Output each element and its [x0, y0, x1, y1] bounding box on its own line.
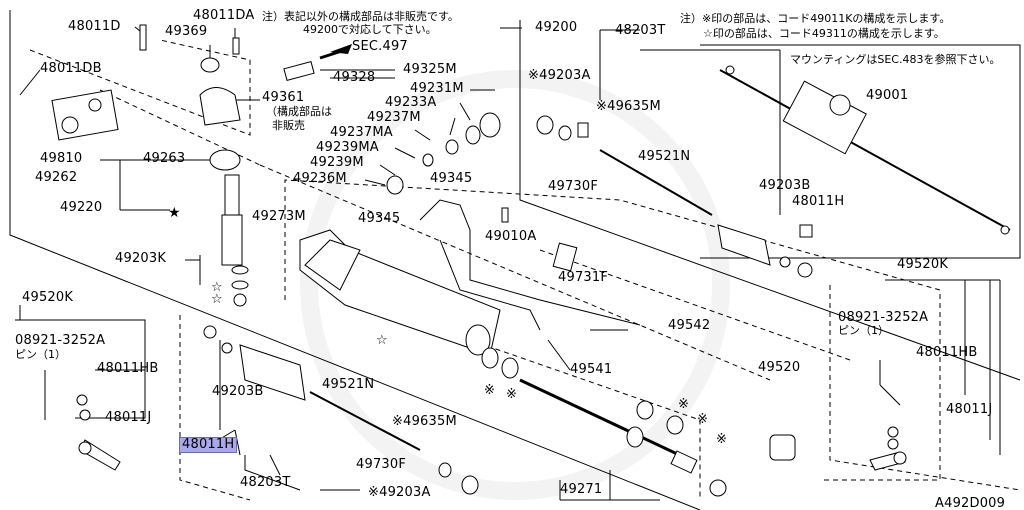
part-49345-lower[interactable]: 49345	[358, 211, 401, 226]
part-49520K-left[interactable]: 49520K	[22, 290, 74, 305]
part-49203B-left[interactable]: 49203B	[212, 384, 264, 399]
part-49200[interactable]: 49200	[535, 20, 578, 35]
pinion-gear	[209, 149, 249, 307]
part-48203T-top[interactable]: 48203T	[615, 23, 666, 38]
svg-text:★: ★	[168, 205, 181, 221]
note-top-center-1: 注）表記以外の構成部品は非販売です。	[262, 10, 459, 23]
part-49236M[interactable]: 49236M	[293, 171, 347, 186]
part-49541[interactable]: 49541	[570, 362, 613, 377]
part-08921-3252A-right[interactable]: 08921-3252A	[838, 310, 929, 325]
part-49233A[interactable]: 49233A	[385, 95, 437, 110]
part-48011DB[interactable]: 48011DB	[40, 61, 102, 76]
part-48011H-top[interactable]: 48011H	[792, 194, 845, 209]
note-top-right-1: 注）※印の部品は、コード49011Kの構成を示します。	[680, 12, 951, 25]
pipe-lines	[419, 199, 641, 331]
part-49520[interactable]: 49520	[758, 360, 801, 375]
part-49730F-top[interactable]: 49730F	[548, 179, 599, 194]
note-not-sold-2: 非販売	[272, 119, 305, 132]
ref-mark: ※	[697, 412, 709, 427]
clamps	[501, 207, 578, 272]
part-49220[interactable]: 49220	[60, 200, 103, 215]
frame-top	[9, 10, 701, 510]
part-49239MA[interactable]: 49239MA	[316, 140, 379, 155]
part-48011D[interactable]: 48011D	[68, 19, 121, 34]
dash-box-gear	[29, 39, 251, 136]
part-49010A[interactable]: 49010A	[485, 229, 537, 244]
part-48011DA[interactable]: 48011DA	[193, 8, 255, 23]
ref-mark: ※	[506, 387, 518, 402]
part-49239M[interactable]: 49239M	[310, 155, 364, 170]
part-49001[interactable]: 49001	[866, 88, 909, 103]
star-mark: ☆	[376, 333, 388, 348]
part-49325M[interactable]: 49325M	[403, 62, 457, 77]
part-49328[interactable]: 49328	[333, 70, 376, 85]
part-49203A-mid[interactable]: ※49203A	[368, 485, 431, 500]
part-49810[interactable]: 49810	[40, 151, 83, 166]
dash-box-right	[829, 285, 1021, 491]
part-48011J-right[interactable]: 48011J	[946, 402, 993, 417]
part-49273M[interactable]: 49273M	[252, 209, 306, 224]
dash-box-lower	[179, 315, 251, 501]
diagram-code: A492D009	[935, 496, 1006, 510]
frame-right	[519, 20, 1021, 381]
boot-left	[203, 325, 479, 495]
part-49731F[interactable]: 49731F	[558, 270, 609, 285]
note-mounting: マウンティングはSEC.483を参照下さい。	[790, 53, 1001, 66]
part-49361[interactable]: 49361	[262, 90, 305, 105]
valve-unit	[51, 24, 315, 141]
pin-note-right: ピン（1）	[838, 324, 889, 337]
note-top-center-2: 49200で対応して下さい。	[303, 23, 437, 36]
part-48011J-left[interactable]: 48011J	[105, 410, 152, 425]
rack-bar	[519, 378, 796, 497]
note-top-right-2: ☆印の部品は、コード49311の構成を示します。	[703, 27, 945, 40]
star-mark: ☆	[211, 280, 223, 295]
part-49203B-top[interactable]: 49203B	[759, 178, 811, 193]
part-49263[interactable]: 49263	[143, 151, 186, 166]
part-49237MA[interactable]: 49237MA	[330, 125, 393, 140]
ref-mark: ※	[484, 383, 496, 398]
ref-mark: ※	[716, 432, 728, 447]
boot-right	[536, 115, 813, 278]
steering-rack-assembly	[719, 65, 1011, 235]
sec-reference-link[interactable]: SEC.497	[352, 39, 408, 54]
part-48203T-mid[interactable]: 48203T	[240, 475, 291, 490]
ref-mark: ※	[678, 397, 690, 412]
part-49521N-top[interactable]: 49521N	[638, 149, 691, 164]
dash-box-housing	[284, 179, 941, 481]
part-48011HB-right[interactable]: 48011HB	[916, 345, 978, 360]
part-49203A-top[interactable]: ※49203A	[528, 68, 591, 83]
part-49262[interactable]: 49262	[35, 170, 78, 185]
part-49237M[interactable]: 49237M	[367, 110, 421, 125]
tie-rod-ends	[76, 394, 907, 471]
part-49521N-mid[interactable]: 49521N	[322, 377, 375, 392]
part-49520K-right[interactable]: 49520K	[897, 257, 949, 272]
part-48011H-selected[interactable]: 48011H	[179, 437, 238, 453]
part-49635M-top[interactable]: ※49635M	[596, 99, 661, 114]
part-49271[interactable]: 49271	[560, 482, 603, 497]
note-not-sold-1: （構成部品は	[266, 105, 332, 118]
part-49345-upper[interactable]: 49345	[430, 171, 473, 186]
part-08921-3252A-left[interactable]: 08921-3252A	[15, 333, 106, 348]
part-49203K[interactable]: 49203K	[115, 251, 167, 266]
part-49635M-mid[interactable]: ※49635M	[392, 414, 457, 429]
star-mark: ☆	[211, 292, 223, 307]
part-48011HB-left[interactable]: 48011HB	[97, 361, 159, 376]
gear-housing	[299, 229, 519, 379]
frame-49001	[700, 44, 1021, 259]
part-49231M[interactable]: 49231M	[410, 81, 464, 96]
part-49369[interactable]: 49369	[165, 24, 208, 39]
seal-rings	[386, 112, 501, 195]
pin-note-left: ピン（1）	[15, 348, 66, 361]
part-49730F-mid[interactable]: 49730F	[356, 457, 407, 472]
dash-box-rack	[469, 339, 701, 500]
part-49542[interactable]: 49542	[668, 318, 711, 333]
